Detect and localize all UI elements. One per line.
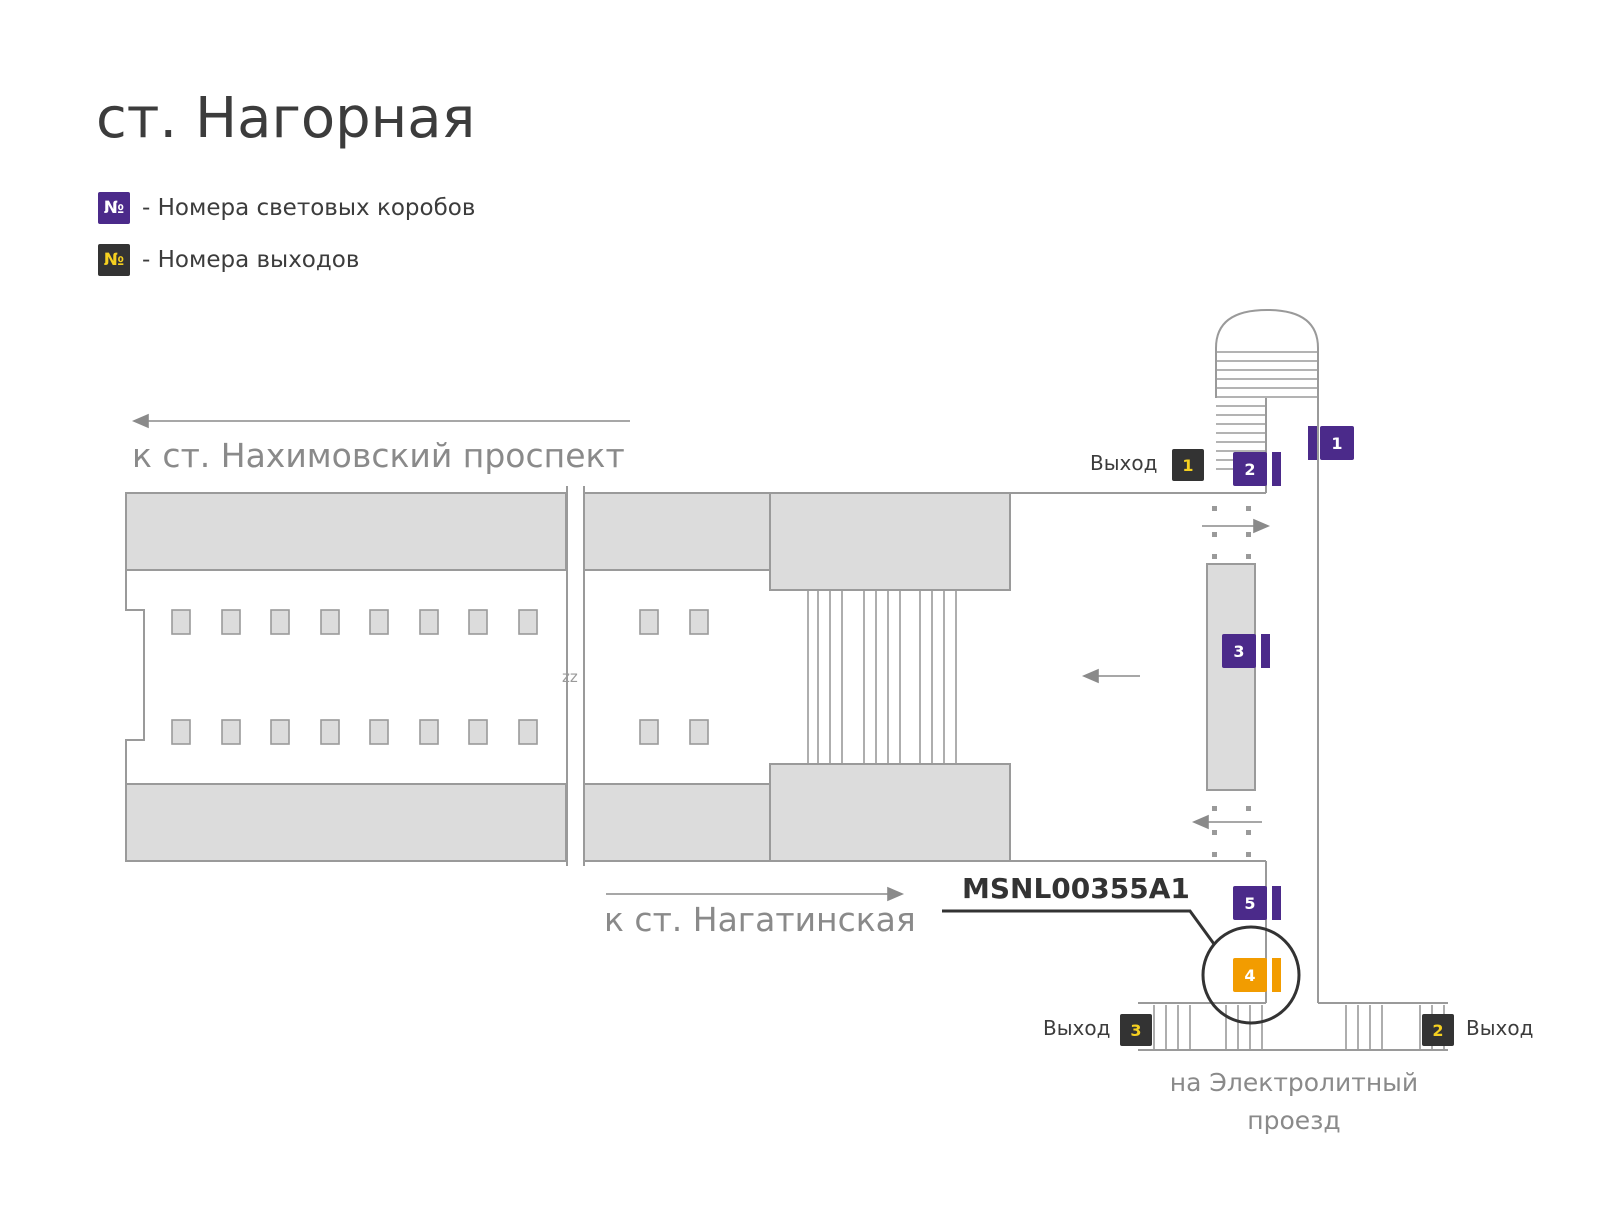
direction-bottom-label: к ст. Нагатинская — [604, 900, 916, 939]
exit-3-badge: 3 — [1120, 1014, 1152, 1046]
exit-badge-icon: № — [98, 244, 130, 276]
break-mark: zz — [562, 668, 578, 686]
lightbox-2-badge: 2 — [1233, 452, 1267, 486]
dome-outline — [1215, 308, 1319, 398]
dot — [1212, 506, 1217, 511]
leader-line — [942, 909, 1216, 945]
platform-end — [125, 570, 145, 784]
dot — [1246, 506, 1251, 511]
destination-line1: на Электролитный — [1169, 1068, 1419, 1097]
lightbox-3-badge: 3 — [1222, 634, 1256, 668]
column — [320, 609, 340, 635]
lightbox-1-badge: 1 — [1320, 426, 1354, 460]
legend-exit: № - Номера выходов — [98, 244, 359, 276]
column — [320, 719, 340, 745]
block-bottom-right — [769, 763, 1011, 862]
column — [518, 609, 538, 635]
dot — [1212, 830, 1217, 835]
exit-stairs — [1153, 1005, 1445, 1050]
track-top-mid — [583, 492, 771, 571]
arrow-left-icon — [131, 413, 149, 429]
column — [270, 609, 290, 635]
column — [221, 719, 241, 745]
column — [689, 719, 709, 745]
highlight-circle — [1201, 925, 1301, 1025]
exit-2-label: Выход — [1466, 1016, 1534, 1040]
center-block — [1206, 563, 1256, 791]
destination-line2: проезд — [1247, 1106, 1341, 1135]
column — [468, 719, 488, 745]
column — [689, 609, 709, 635]
column — [171, 719, 191, 745]
exit-1-badge: 1 — [1172, 449, 1204, 481]
column — [639, 609, 659, 635]
dotted-passages — [1212, 506, 1251, 857]
lightbox-bar-4 — [1272, 958, 1281, 992]
dot — [1212, 554, 1217, 559]
lightbox-badge-icon: № — [98, 192, 130, 224]
escalator — [807, 590, 957, 764]
column — [419, 719, 439, 745]
dot — [1246, 554, 1251, 559]
lightbox-4-badge: 4 — [1233, 958, 1267, 992]
column — [221, 609, 241, 635]
column — [518, 719, 538, 745]
lightbox-5-badge: 5 — [1233, 886, 1267, 920]
dot — [1246, 852, 1251, 857]
arrow-right-icon — [1253, 518, 1271, 534]
exit-3-label: Выход — [1043, 1016, 1111, 1040]
lightbox-bar-5 — [1272, 886, 1281, 920]
column — [468, 609, 488, 635]
column — [639, 719, 659, 745]
legend-lightbox-text: - Номера световых коробов — [142, 195, 476, 221]
lightbox-bar-2 — [1272, 452, 1281, 486]
column — [171, 609, 191, 635]
arrow-left-icon — [1081, 668, 1099, 684]
lightbox-bar-1 — [1308, 426, 1317, 460]
column — [369, 719, 389, 745]
legend-lightbox: № - Номера световых коробов — [98, 192, 475, 224]
arrow-left-icon — [1191, 814, 1209, 830]
columns — [171, 609, 709, 745]
block-top-right — [769, 492, 1011, 591]
dot — [1212, 852, 1217, 857]
exit-2-badge: 2 — [1422, 1014, 1454, 1046]
dot — [1212, 532, 1217, 537]
dot — [1246, 532, 1251, 537]
dot — [1246, 806, 1251, 811]
column — [419, 609, 439, 635]
column — [369, 609, 389, 635]
arrow-right-icon — [887, 886, 905, 902]
lightbox-bar-3 — [1261, 634, 1270, 668]
dot — [1246, 830, 1251, 835]
track-bottom-mid — [583, 783, 771, 862]
dot — [1212, 806, 1217, 811]
track-bottom-left — [125, 783, 567, 862]
track-top-left — [125, 492, 567, 571]
column — [270, 719, 290, 745]
exit-1-label: Выход — [1090, 451, 1158, 475]
legend-exit-text: - Номера выходов — [142, 247, 360, 273]
destination-label: на Электролитный проезд — [1144, 1064, 1444, 1140]
direction-top-label: к ст. Нахимовский проспект — [132, 436, 625, 475]
page-title: ст. Нагорная — [96, 86, 476, 151]
highlight-code: MSNL00355A1 — [962, 872, 1190, 905]
